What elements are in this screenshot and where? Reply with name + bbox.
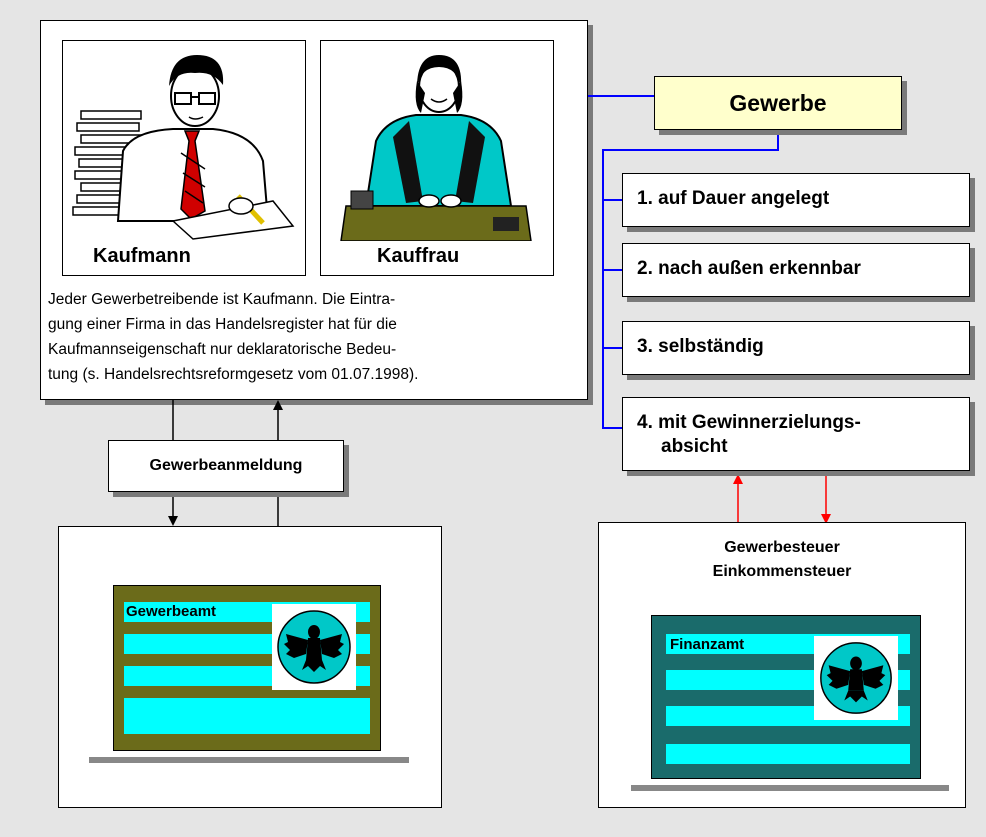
description-line: gung einer Firma in das Handelsregister … (48, 316, 397, 333)
steuer-label-gewerbesteuer: Gewerbesteuer (724, 539, 840, 556)
criterion-label: 2. nach außen erkennbar (637, 258, 861, 279)
description-line: Kaufmannseigenschaft nur deklaratorische… (48, 341, 397, 358)
gewerbeamt-panel: Gewerbeamt (58, 526, 442, 808)
criterion-box: 2. nach außen erkennbar (622, 243, 970, 297)
description-line: tung (s. Handelsrechtsreformgesetz vom 0… (48, 366, 419, 383)
gewerbeamt-sign: Gewerbeamt (113, 585, 381, 751)
gewerbeanmeldung-label: Gewerbeanmeldung (149, 457, 303, 474)
criterion-box: 1. auf Dauer angelegt (622, 173, 970, 227)
kaufmann-label: Kaufmann (93, 245, 191, 267)
kaufmann-picture-frame: Kaufmann (62, 40, 306, 276)
gewerbeamt-label: Gewerbeamt (126, 603, 217, 620)
finanzamt-sign: Finanzamt (651, 615, 921, 779)
gewerbe-box: Gewerbe (654, 76, 902, 130)
federal-eagle-icon (272, 604, 356, 690)
kaufmann-description: Jeder Gewerbetreibende ist Kaufmann. Die… (48, 287, 588, 387)
criterion-label-continued: absicht (661, 436, 728, 457)
finanzamt-panel: Gewerbesteuer Einkommensteuer Finanzamt (598, 522, 966, 808)
criterion-box: 4. mit Gewinnerzielungs- absicht (622, 397, 970, 471)
gewerbeanmeldung-box: Gewerbeanmeldung (108, 440, 344, 492)
gewerbeamt-sign-base (89, 757, 409, 763)
finanzamt-sign-base (631, 785, 949, 791)
businessman-illustration (72, 55, 295, 240)
finanzamt-label: Finanzamt (670, 636, 745, 653)
criterion-label: 3. selbständig (637, 336, 764, 357)
businesswoman-illustration (340, 55, 532, 241)
federal-eagle-icon (814, 636, 898, 720)
steuer-label-einkommensteuer: Einkommensteuer (712, 563, 852, 580)
kauffrau-label: Kauffrau (377, 245, 460, 267)
criterion-label: 1. auf Dauer angelegt (637, 188, 830, 209)
gewerbe-title: Gewerbe (729, 90, 827, 116)
criterion-label: 4. mit Gewinnerzielungs- (637, 412, 861, 433)
criterion-box: 3. selbständig (622, 321, 970, 375)
kauffrau-picture-frame: Kauffrau (320, 40, 554, 276)
description-line: Jeder Gewerbetreibende ist Kaufmann. Die… (48, 291, 396, 308)
